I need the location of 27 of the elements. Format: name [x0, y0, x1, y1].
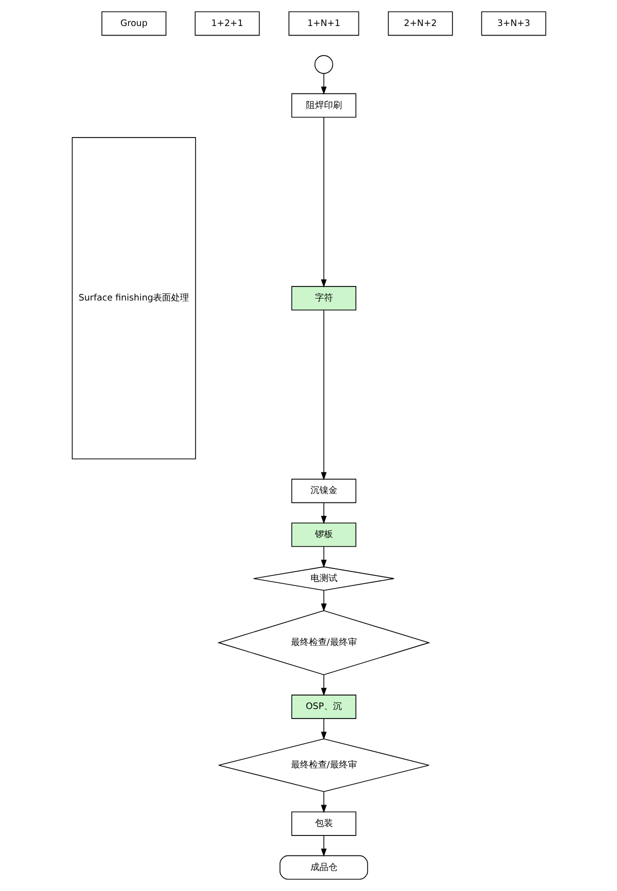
- arrow: [320, 117, 326, 288]
- arrow: [320, 674, 326, 696]
- node-box: 2+N+2: [387, 11, 452, 36]
- node-circle: [314, 55, 333, 74]
- arrow: [320, 590, 326, 612]
- arrow: [320, 718, 326, 740]
- node-diamond: 电测试: [252, 566, 394, 591]
- arrow: [320, 310, 326, 480]
- arrow: [320, 73, 326, 95]
- node-box: 字符: [290, 286, 356, 310]
- arrow: [320, 546, 326, 568]
- node-box: Group: [100, 11, 166, 36]
- node-box: 沉镍金: [290, 478, 356, 504]
- node-box: 阻焊印刷: [290, 93, 356, 118]
- node-diamond: 最终检查/最终审: [218, 738, 429, 792]
- node-box: OSP、沉: [290, 694, 356, 719]
- node-box: Surface finishing表面处理: [71, 137, 196, 460]
- node-box: 1+2+1: [194, 11, 260, 36]
- node-box: 包装: [290, 811, 356, 836]
- arrow: [320, 502, 326, 524]
- node-box: 1+N+1: [288, 11, 359, 36]
- node-box: 锣板: [290, 522, 356, 547]
- node-box: 成品仓: [279, 855, 368, 880]
- node-diamond: 最终检查/最终审: [216, 610, 430, 676]
- node-box: 3+N+3: [480, 11, 546, 36]
- arrow: [320, 835, 326, 857]
- arrow: [320, 791, 326, 814]
